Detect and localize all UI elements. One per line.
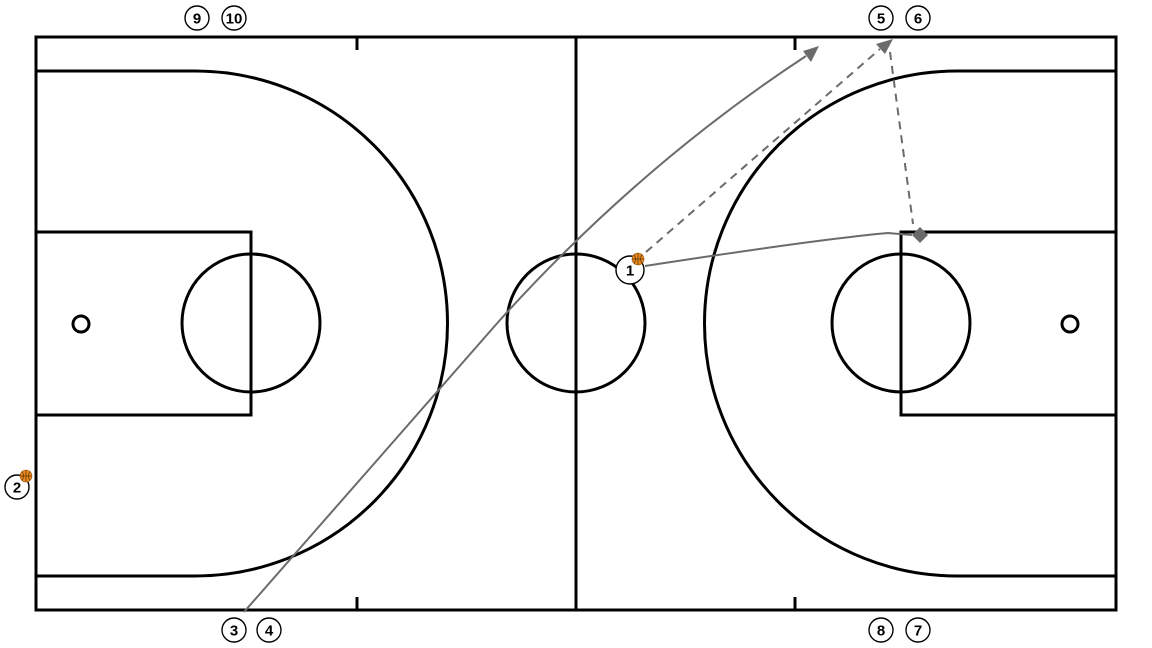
player-number: 3 — [230, 623, 238, 640]
player-marker — [221, 617, 247, 643]
hoop-left — [71, 314, 91, 334]
player-4: 4 — [256, 617, 282, 643]
free-throw-circle-right — [830, 252, 972, 394]
player-marker — [868, 617, 894, 643]
dribble-path-player-1 — [644, 231, 913, 267]
player-number: 1 — [626, 263, 634, 280]
player-number: 2 — [13, 480, 21, 497]
basketball-icon — [631, 252, 645, 266]
pass-path-player-5 — [889, 51, 914, 225]
player-5: 5 — [868, 5, 894, 31]
pass-path-player-1 — [645, 48, 881, 253]
cut-path-player-3 — [243, 55, 807, 613]
player-number: 5 — [877, 11, 885, 28]
player-10: 10 — [221, 5, 247, 31]
player-number: 4 — [265, 623, 274, 640]
player-number: 8 — [877, 623, 885, 640]
player-marker — [221, 5, 247, 31]
screen-marker — [912, 227, 928, 243]
player-1: 1 — [615, 252, 645, 285]
player-number: 9 — [193, 11, 201, 28]
player-marker — [905, 617, 931, 643]
player-number: 7 — [914, 623, 922, 640]
player-9: 9 — [184, 5, 210, 31]
player-2: 2 — [4, 469, 33, 500]
player-marker — [184, 5, 210, 31]
player-number: 6 — [914, 11, 922, 28]
player-number: 10 — [226, 11, 243, 28]
three-point-line-right — [703, 69, 1116, 578]
player-7: 7 — [905, 617, 931, 643]
basketball-icon — [19, 469, 33, 483]
key-right — [899, 230, 1118, 417]
player-6: 6 — [905, 5, 931, 31]
arrowhead-pass-player-1 — [876, 39, 893, 54]
player-3: 3 — [221, 617, 247, 643]
center-circle — [505, 252, 647, 394]
free-throw-circle-left — [180, 252, 322, 394]
player-marker — [256, 617, 282, 643]
arrowhead-cut-player-3 — [803, 46, 819, 62]
hoop-right — [1060, 314, 1080, 334]
player-8: 8 — [868, 617, 894, 643]
player-marker — [905, 5, 931, 31]
three-point-line-left — [36, 69, 449, 578]
player-marker — [868, 5, 894, 31]
key-left — [34, 230, 253, 417]
